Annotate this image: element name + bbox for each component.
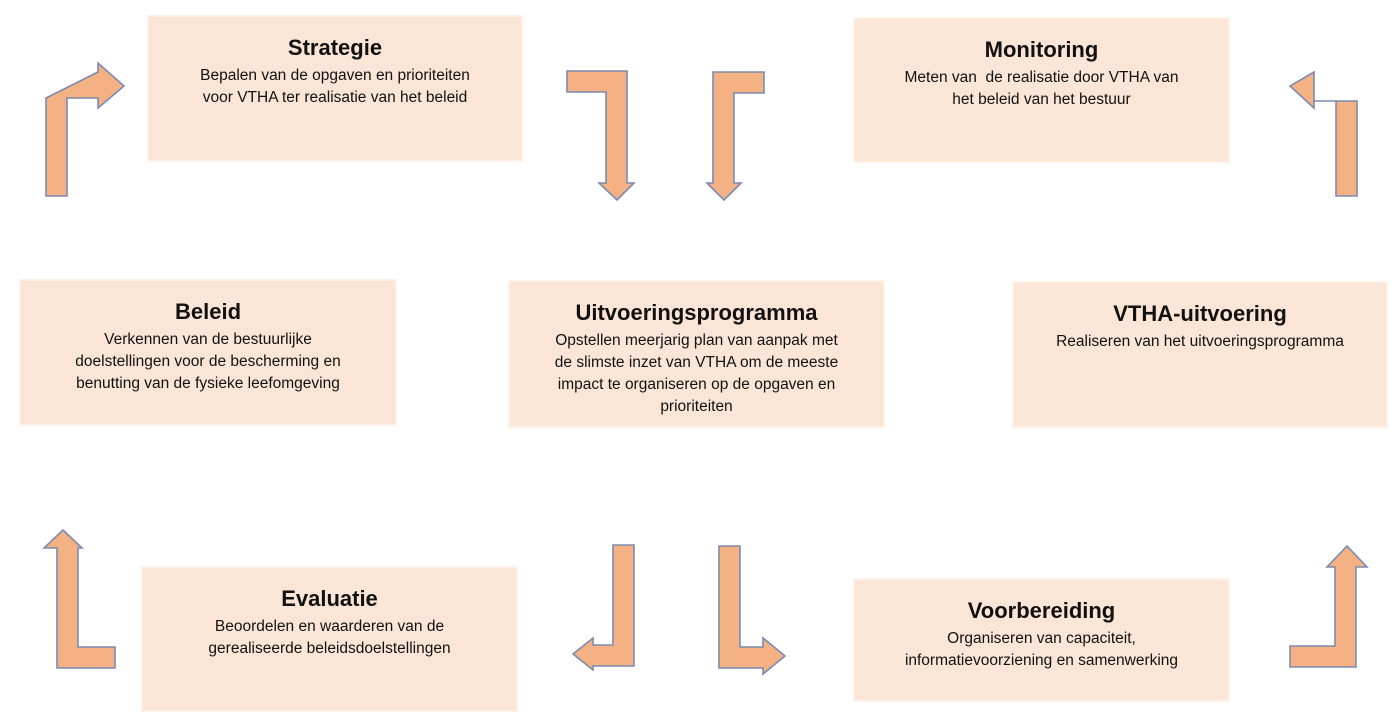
uitvoeringsprogramma-box: Uitvoeringsprogramma Opstellen meerjarig… [508, 280, 885, 428]
monitoring-title: Monitoring [984, 37, 1099, 62]
arrow-voorbereiding-to-vtha-uitvoering [1289, 544, 1369, 668]
evaluatie-title: Evaluatie [281, 586, 378, 611]
monitoring-box: Monitoring Meten van de realisatie door … [853, 17, 1230, 163]
arrow-uitvoeringsprogramma-to-evaluatie [571, 544, 635, 672]
voorbereiding-box: Voorbereiding Organiseren van capaciteit… [853, 578, 1230, 702]
vtha-uitvoering-title: VTHA-uitvoering [1113, 301, 1287, 326]
voorbereiding-title: Voorbereiding [967, 598, 1116, 623]
evaluatie-box: Evaluatie Beoordelen en waarderen van de… [141, 566, 518, 712]
voorbereiding-description: Organiseren van capaciteit, informatievo… [904, 630, 1179, 669]
arrow-evaluatie-to-beleid [41, 528, 116, 669]
arrow-uitvoeringsprogramma-to-voorbereiding [718, 545, 787, 676]
uitvoeringsprogramma-title: Uitvoeringsprogramma [575, 300, 818, 325]
beleid-description: Verkennen van de bestuurlijke doelstelli… [75, 331, 341, 392]
beleid-box: Beleid Verkennen van de bestuurlijke doe… [19, 279, 397, 426]
arrow-vtha-uitvoering-to-monitoring [1288, 70, 1358, 197]
monitoring-description: Meten van de realisatie door VTHA van he… [904, 69, 1179, 108]
strategie-box: Strategie Bepalen van de opgaven en prio… [147, 15, 523, 162]
vtha-uitvoering-description: Realiseren van het uitvoeringsprogramma [1056, 333, 1344, 350]
uitvoeringsprogramma-description: Opstellen meerjarig plan van aanpak met … [554, 332, 839, 415]
vtha-uitvoering-box: VTHA-uitvoering Realiseren van het uitvo… [1012, 281, 1388, 428]
strategie-description: Bepalen van de opgaven en prioriteiten v… [200, 67, 470, 106]
strategie-title: Strategie [287, 35, 383, 60]
beleid-title: Beleid [174, 299, 242, 324]
arrow-strategie-to-uitvoeringsprogramma [566, 70, 636, 202]
arrow-beleid-to-strategie [45, 61, 126, 197]
evaluatie-description: Beoordelen en waarderen van de gerealise… [208, 618, 451, 657]
arrow-monitoring-to-uitvoeringsprogramma [705, 71, 765, 202]
